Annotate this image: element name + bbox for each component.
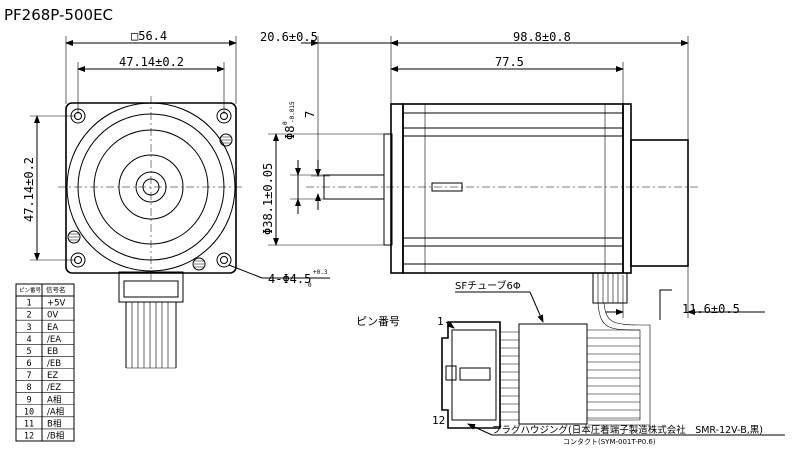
pin-number-cell: 12 — [24, 432, 34, 442]
pin-signal-cell: /EA — [47, 335, 61, 345]
pin-signal-cell: +5V — [47, 299, 66, 309]
hole-tol-bottom: 0 — [308, 282, 312, 289]
pin-signal-cell: /A相 — [47, 406, 64, 417]
dim-side-pitch: 47.14±0.2 — [22, 157, 36, 222]
pin-number-cell: 9 — [26, 395, 31, 405]
pin-signal-cell: B相 — [47, 418, 61, 429]
pin-header-signal: 信号名 — [46, 285, 66, 294]
dim-shaft-dia: Φ8 — [283, 126, 297, 140]
dim-boss: Φ38.1±0.05 — [261, 163, 275, 235]
dim-total: 98.8±0.8 — [513, 30, 571, 44]
pin-number-cell: 1 — [26, 299, 31, 309]
pin-signal-cell: EB — [47, 347, 58, 357]
tube-label: SFチューブ6Φ — [455, 279, 521, 292]
pin-signal-cell: EZ — [47, 371, 58, 381]
contact-label: コンタクト(SYM-001T-P0.6) — [563, 437, 656, 446]
front-view: □56.4 47.14±0.2 47.14±0.2 — [22, 29, 330, 369]
pin-table: 1 +5V 2 0V 3 EA 4/EA 5 EB 6/EB 7 EZ 8/EZ 9 A相 10/A相 11 B相… — [15, 283, 75, 442]
pin-number-cell: 4 — [26, 335, 31, 345]
dim-flat: 7 — [303, 111, 317, 118]
side-view: 20.6±0.5 98.8±0.8 77.5 Φ38.1±0.05 Φ8 0 -… — [260, 30, 765, 318]
dim-shaft-tol-bottom: -0.015 — [289, 101, 296, 123]
dim-body: 77.5 — [495, 55, 524, 69]
dim-square: □56.4 — [131, 29, 167, 43]
mounting-holes — [70, 108, 232, 268]
dim-shaft-tol-top: 0 — [282, 121, 289, 125]
dim-lead: 11.6±0.5 — [682, 302, 740, 316]
connector-assembly: SFチューブ6Φ ピン番号 1 12 プラグハウジング(日本圧着端子製造株式会社… — [356, 279, 785, 446]
pin-number-cell: 8 — [26, 383, 31, 393]
pin-number-cell: 3 — [26, 323, 31, 333]
pin-header-number: ピン番号 — [19, 287, 42, 294]
dim-top-pitch: 47.14±0.2 — [119, 55, 184, 69]
dim-shaft-length: 20.6±0.5 — [260, 30, 318, 44]
pin-number-cell: 2 — [26, 311, 31, 321]
pin-signal-cell: A相 — [47, 394, 61, 405]
pin-number-cell: 7 — [26, 371, 31, 381]
screws — [67, 133, 233, 271]
pin-label: ピン番号 — [356, 315, 400, 328]
pin-signal-cell: EA — [47, 323, 58, 333]
pin-signal-cell: /EB — [47, 359, 61, 369]
pin-last: 12 — [432, 414, 445, 427]
pin-signal-cell: /EZ — [47, 383, 61, 393]
front-cable — [118, 271, 184, 369]
pin-number-cell: 10 — [24, 407, 34, 417]
pin-number-cell: 11 — [24, 419, 34, 429]
pin-number-cell: 5 — [26, 347, 31, 357]
model-title: PF268P-500EC — [4, 6, 113, 24]
hole-label: 4-Φ4.5 — [268, 272, 311, 286]
pin-first: 1 — [437, 315, 444, 328]
pin-signal-cell: 0V — [47, 311, 58, 321]
pin-signal-cell: /B相 — [47, 431, 64, 442]
housing-label: プラグハウジング(日本圧着端子製造株式会社 SMR-12V-B,黒) — [492, 424, 763, 436]
pin-number-cell: 6 — [26, 359, 31, 369]
hole-tol-top: +0.3 — [313, 269, 328, 276]
